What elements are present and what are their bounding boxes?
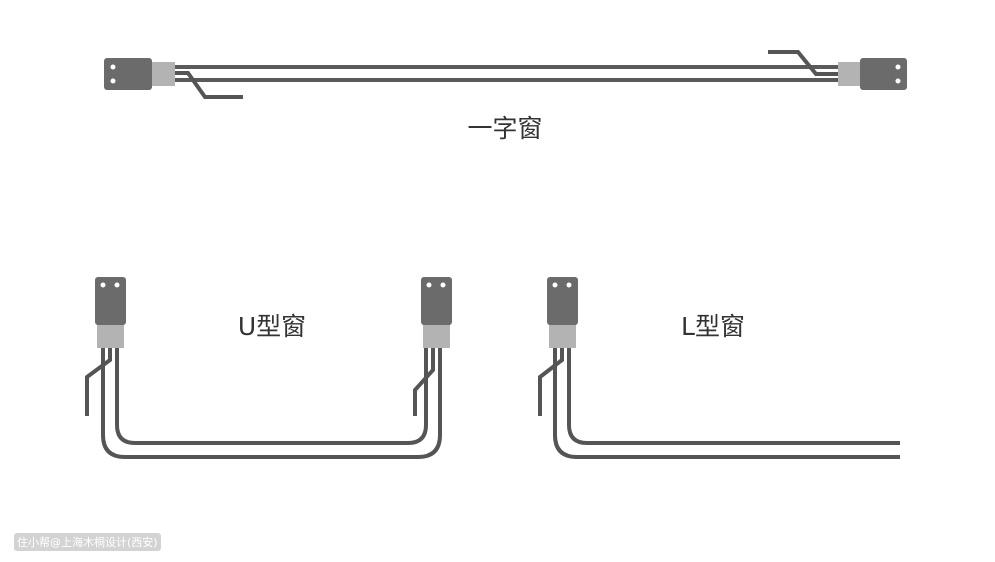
wire-branch <box>538 347 564 416</box>
wire-inner <box>115 347 428 445</box>
connector-hole <box>552 282 558 288</box>
u-window-track <box>85 277 452 459</box>
connector-hole <box>440 282 446 288</box>
wire-branch <box>85 347 112 416</box>
connector-hole <box>114 282 120 288</box>
connector-hole <box>110 64 116 70</box>
connector-plug <box>860 58 907 90</box>
straight-window-track <box>104 50 907 99</box>
connector-plug <box>104 58 152 90</box>
wire-outer <box>553 347 900 459</box>
connector-plug <box>421 277 452 325</box>
connector-sleeve <box>549 324 576 348</box>
label-u-window: U型窗 <box>237 312 307 341</box>
l-window-track <box>538 277 900 459</box>
connector-sleeve <box>838 62 862 86</box>
connector-sleeve <box>151 62 175 86</box>
connector-hole <box>895 78 901 84</box>
connector-sleeve <box>423 324 450 348</box>
connector-hole <box>566 282 572 288</box>
connector-plug <box>95 277 126 325</box>
wire-outer <box>101 347 442 459</box>
wire-inner <box>567 347 900 445</box>
watermark: 住小帮@上海木桐设计(西安) <box>14 533 161 551</box>
wire-branch <box>413 347 435 416</box>
label-straight-window: 一字窗 <box>467 114 543 143</box>
connector-hole <box>110 78 116 84</box>
wire-branch <box>175 71 243 99</box>
connector-hole <box>426 282 432 288</box>
connector-hole <box>895 64 901 70</box>
label-l-window: L型窗 <box>681 312 745 341</box>
wire-branch <box>768 50 838 76</box>
connector-sleeve <box>97 324 124 348</box>
connector-plug <box>547 277 578 325</box>
connector-hole <box>100 282 106 288</box>
